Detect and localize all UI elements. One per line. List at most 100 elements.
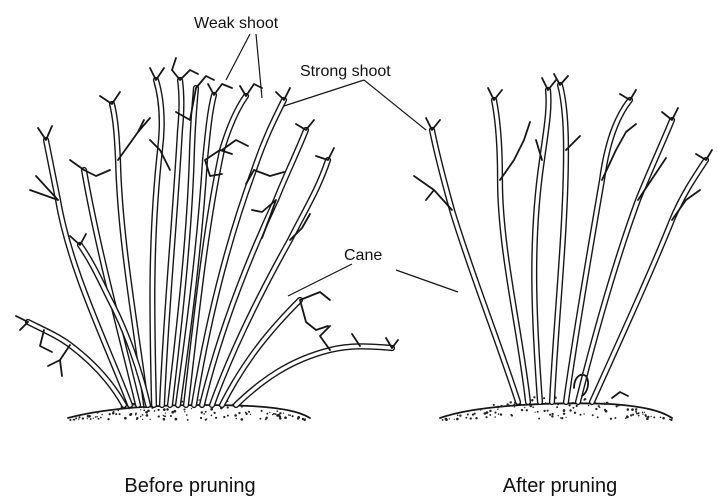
soil-speck (558, 415, 559, 416)
soil-speck (646, 417, 649, 420)
soil-speck (470, 417, 472, 419)
soil-speck (73, 419, 75, 421)
soil-speck (79, 416, 81, 418)
soil-speck (223, 416, 225, 418)
soil-speck (449, 418, 450, 419)
soil-speck (588, 405, 589, 406)
weak-shoot-leader-1 (226, 34, 250, 80)
soil-speck (480, 409, 482, 411)
soil-speck (265, 418, 267, 420)
soil-speck (101, 414, 103, 416)
soil-speck (238, 412, 240, 414)
soil-speck (581, 402, 583, 404)
soil-speck (606, 402, 609, 405)
soil-speck (650, 416, 651, 417)
soil-speck (213, 412, 215, 414)
soil-speck (642, 413, 643, 414)
soil-speck (215, 417, 217, 419)
after-ground (440, 403, 672, 418)
soil-speck (497, 406, 500, 409)
soil-speck (485, 416, 487, 418)
soil-speck (625, 417, 627, 419)
soil-speck (610, 418, 612, 420)
soil-speck (150, 419, 151, 420)
soil-speck (535, 412, 536, 413)
soil-speck (537, 411, 539, 413)
soil-speck (158, 409, 160, 411)
soil-speck (75, 417, 77, 419)
soil-speck (568, 404, 570, 406)
soil-speck (494, 412, 496, 414)
soil-speck (603, 403, 605, 405)
soil-speck (259, 418, 261, 420)
soil-speck (234, 414, 237, 417)
soil-speck (513, 404, 515, 406)
soil-speck (284, 416, 287, 419)
strong-shoot-leader-1 (284, 80, 364, 106)
soil-speck (96, 416, 98, 418)
soil-speck (191, 408, 192, 409)
soil-speck (627, 408, 630, 411)
soil-speck (248, 411, 250, 413)
soil-speck (107, 418, 109, 420)
soil-speck (445, 418, 448, 421)
soil-speck (109, 413, 111, 415)
strong-shoot-label: Strong shoot (300, 63, 391, 80)
soil-speck (526, 409, 528, 411)
soil-speck (489, 414, 491, 416)
soil-speck (465, 417, 467, 419)
soil-speck (183, 408, 185, 410)
soil-speck (292, 415, 294, 417)
soil-speck (187, 419, 189, 421)
soil-speck (90, 418, 92, 420)
soil-speck (576, 405, 578, 407)
soil-speck (561, 417, 563, 419)
soil-speck (283, 412, 284, 413)
soil-speck (303, 419, 305, 421)
soil-speck (69, 419, 71, 421)
soil-speck (572, 402, 574, 404)
soil-speck (467, 414, 469, 416)
soil-speck (275, 413, 277, 415)
soil-speck (644, 412, 645, 413)
soil-speck (174, 410, 177, 413)
soil-speck (211, 415, 213, 417)
soil-speck (227, 415, 229, 417)
soil-speck (82, 417, 84, 419)
weak-shoot-label: Weak shoot (194, 15, 279, 32)
soil-speck (96, 412, 98, 414)
soil-speck (186, 414, 188, 416)
soil-speck (545, 402, 546, 403)
after-ground-dots (442, 396, 673, 421)
soil-speck (456, 418, 459, 421)
soil-speck (272, 414, 273, 415)
soil-speck (249, 405, 250, 406)
soil-speck (551, 415, 553, 417)
soil-speck (135, 414, 136, 415)
soil-speck (565, 417, 566, 418)
soil-speck (210, 408, 213, 411)
soil-speck (472, 414, 474, 416)
soil-speck (124, 417, 127, 420)
soil-speck (514, 406, 515, 407)
soil-speck (583, 413, 584, 414)
soil-speck (645, 416, 647, 418)
soil-speck (297, 417, 299, 419)
soil-speck (163, 415, 165, 417)
soil-speck (166, 408, 169, 411)
before-pruning-bush (16, 58, 398, 421)
soil-speck (163, 408, 166, 411)
soil-speck (279, 415, 282, 418)
soil-speck (289, 414, 291, 416)
soil-speck (574, 412, 576, 414)
weak-shoot-leader-2 (256, 34, 262, 98)
soil-speck (632, 414, 634, 416)
soil-speck (115, 413, 117, 415)
soil-speck (532, 406, 534, 408)
soil-speck (454, 419, 455, 420)
soil-speck (511, 415, 513, 417)
before-ground (68, 405, 310, 418)
soil-speck (572, 407, 574, 409)
after-pruning-caption: After pruning (503, 475, 618, 497)
soil-speck (164, 415, 166, 417)
